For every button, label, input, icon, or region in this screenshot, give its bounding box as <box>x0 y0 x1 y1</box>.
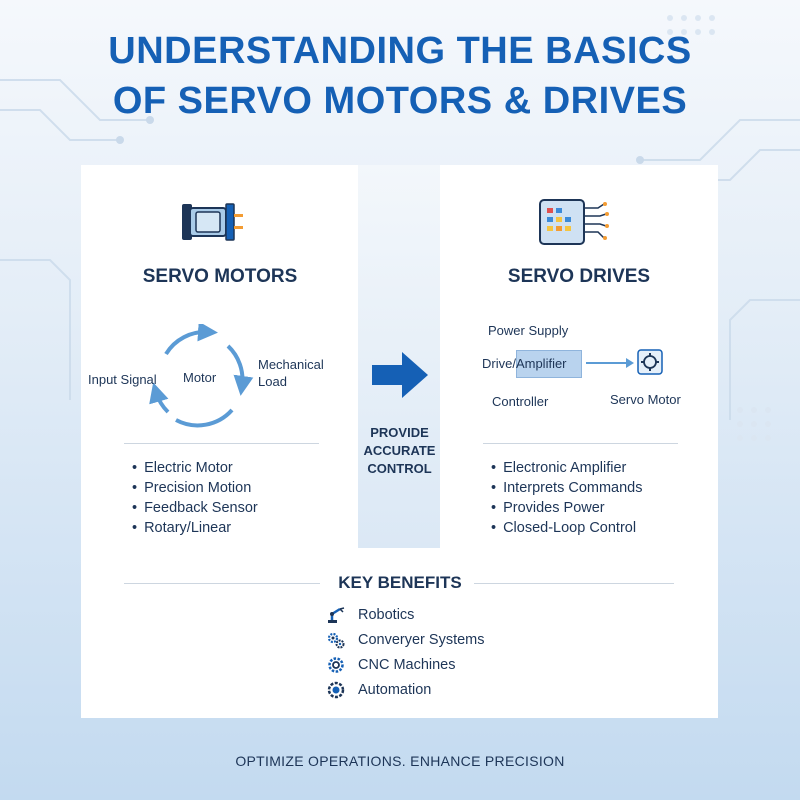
key-benefits-heading: KEY BENEFITS <box>338 573 462 592</box>
title-line-2: OF SERVO MOTORS & DRIVES <box>112 80 688 122</box>
list-item: Interprets Commands <box>491 478 642 498</box>
benefits-divider-left <box>124 583 320 584</box>
automation-gear-icon <box>327 681 345 699</box>
control-panel-icon <box>539 199 609 245</box>
list-item: Electronic Amplifier <box>491 458 643 478</box>
motor-cycle-diagram <box>149 324 254 428</box>
benefit-item-cnc: CNC Machines <box>326 655 456 675</box>
cycle-output-label-line1: Mechanical <box>258 357 324 372</box>
center-caption-line3: CONTROL <box>367 461 432 476</box>
servo-motor-label: Servo Motor <box>610 392 681 407</box>
drive-amplifier-label: Drive/Amplifier <box>482 356 567 371</box>
gear-icon <box>328 657 344 673</box>
servo-drives-heading: SERVO DRIVES <box>507 266 651 287</box>
center-caption-line1: PROVIDE <box>370 425 429 440</box>
benefit-label: Automation <box>358 682 432 698</box>
center-caption-line2: ACCURATE <box>363 443 436 458</box>
title-line-1: UNDERSTANDING THE BASICS <box>108 30 692 72</box>
list-item: Rotary/Linear <box>132 518 258 538</box>
list-item: Electric Motor <box>132 458 258 478</box>
benefits-divider-right <box>474 583 674 584</box>
robot-arm-icon <box>328 607 345 623</box>
list-item: Feedback Sensor <box>132 498 258 518</box>
benefit-label: Converyer Systems <box>358 632 485 648</box>
center-connector-panel <box>358 165 441 549</box>
page-title: UNDERSTANDING THE BASICS OF SERVO MOTORS… <box>0 26 800 126</box>
key-benefits-panel <box>81 548 718 718</box>
benefit-label: Robotics <box>358 607 415 623</box>
servo-motor-gear-icon <box>637 349 663 375</box>
power-supply-label: Power Supply <box>488 323 569 338</box>
motors-feature-list: Electric Motor Precision Motion Feedback… <box>132 458 258 538</box>
controller-label: Controller <box>492 394 549 409</box>
benefit-item-automation: Automation <box>326 680 431 700</box>
servo-motors-heading: SERVO MOTORS <box>142 266 298 287</box>
motor-icon <box>182 203 243 241</box>
cycle-center-label: Motor <box>183 370 217 385</box>
drives-divider <box>483 443 678 444</box>
cycle-input-label: Input Signal <box>88 372 157 387</box>
benefit-item-robotics: Robotics <box>326 605 414 625</box>
list-item: Precision Motion <box>132 478 258 498</box>
list-item: Closed-Loop Control <box>491 518 643 538</box>
list-item: Provides Power <box>491 498 643 518</box>
gears-icon <box>327 632 345 649</box>
drive-amplifier-box <box>516 350 582 378</box>
center-caption: PROVIDE ACCURATE CONTROL <box>358 424 441 478</box>
benefit-label: CNC Machines <box>358 657 456 673</box>
footer-tagline: OPTIMIZE OPERATIONS. ENHANCE PRECISION <box>235 753 565 769</box>
cycle-output-label-line2: Load <box>258 374 287 389</box>
drives-feature-list: Electronic Amplifier Interprets Commands… <box>491 458 643 538</box>
arrow-right-icon <box>372 352 428 398</box>
motors-divider <box>124 443 319 444</box>
benefit-item-conveyor: Converyer Systems <box>326 630 485 650</box>
arrow-right-icon <box>586 358 634 368</box>
